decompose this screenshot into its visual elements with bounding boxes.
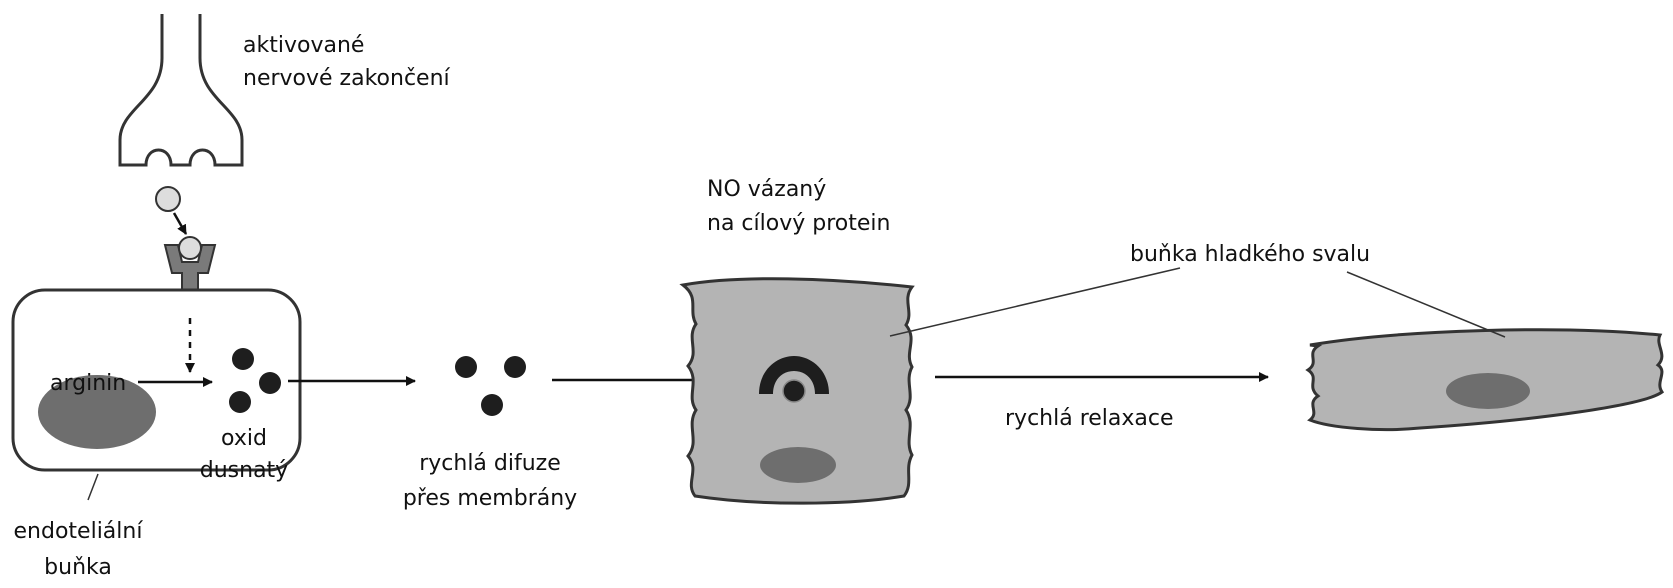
diffusion-label-line1: rychlá difuze (419, 451, 561, 476)
nitric-oxide-label-line2: dusnatý (200, 458, 288, 483)
nerve-ending (120, 14, 242, 165)
no-bound-label-line2: na cílový protein (707, 211, 890, 236)
smooth-muscle-nucleus-relaxed (1446, 373, 1530, 409)
endothelial-cell-label-line2: buňka (44, 555, 112, 580)
neurotransmitter-vesicle (156, 187, 180, 211)
smooth-muscle-leader-line-1 (890, 268, 1180, 336)
nitric-oxide-label-line1: oxid (221, 426, 267, 451)
nerve-ending-label-line2: nervové zakončení (243, 66, 451, 91)
endothelial-cell-label-line1: endoteliální (14, 519, 144, 544)
diffusion-label-line2: přes membrány (403, 486, 577, 511)
no-bound-label-line1: NO vázaný (707, 177, 826, 202)
smooth-muscle-nucleus-contracted (760, 447, 836, 483)
vesicle-to-receptor-arrow (174, 213, 186, 234)
endothelial-leader-line (88, 474, 98, 500)
relaxation-label: rychlá relaxace (1005, 406, 1174, 431)
no-molecules-diffusing (455, 356, 526, 416)
nerve-ending-label-line1: aktivované (243, 33, 364, 58)
smooth-muscle-cell-label: buňka hladkého svalu (1130, 242, 1370, 267)
arginine-label: arginin (50, 371, 126, 396)
bound-ligand (179, 237, 201, 259)
smooth-muscle-leader-line-2 (1347, 272, 1505, 337)
